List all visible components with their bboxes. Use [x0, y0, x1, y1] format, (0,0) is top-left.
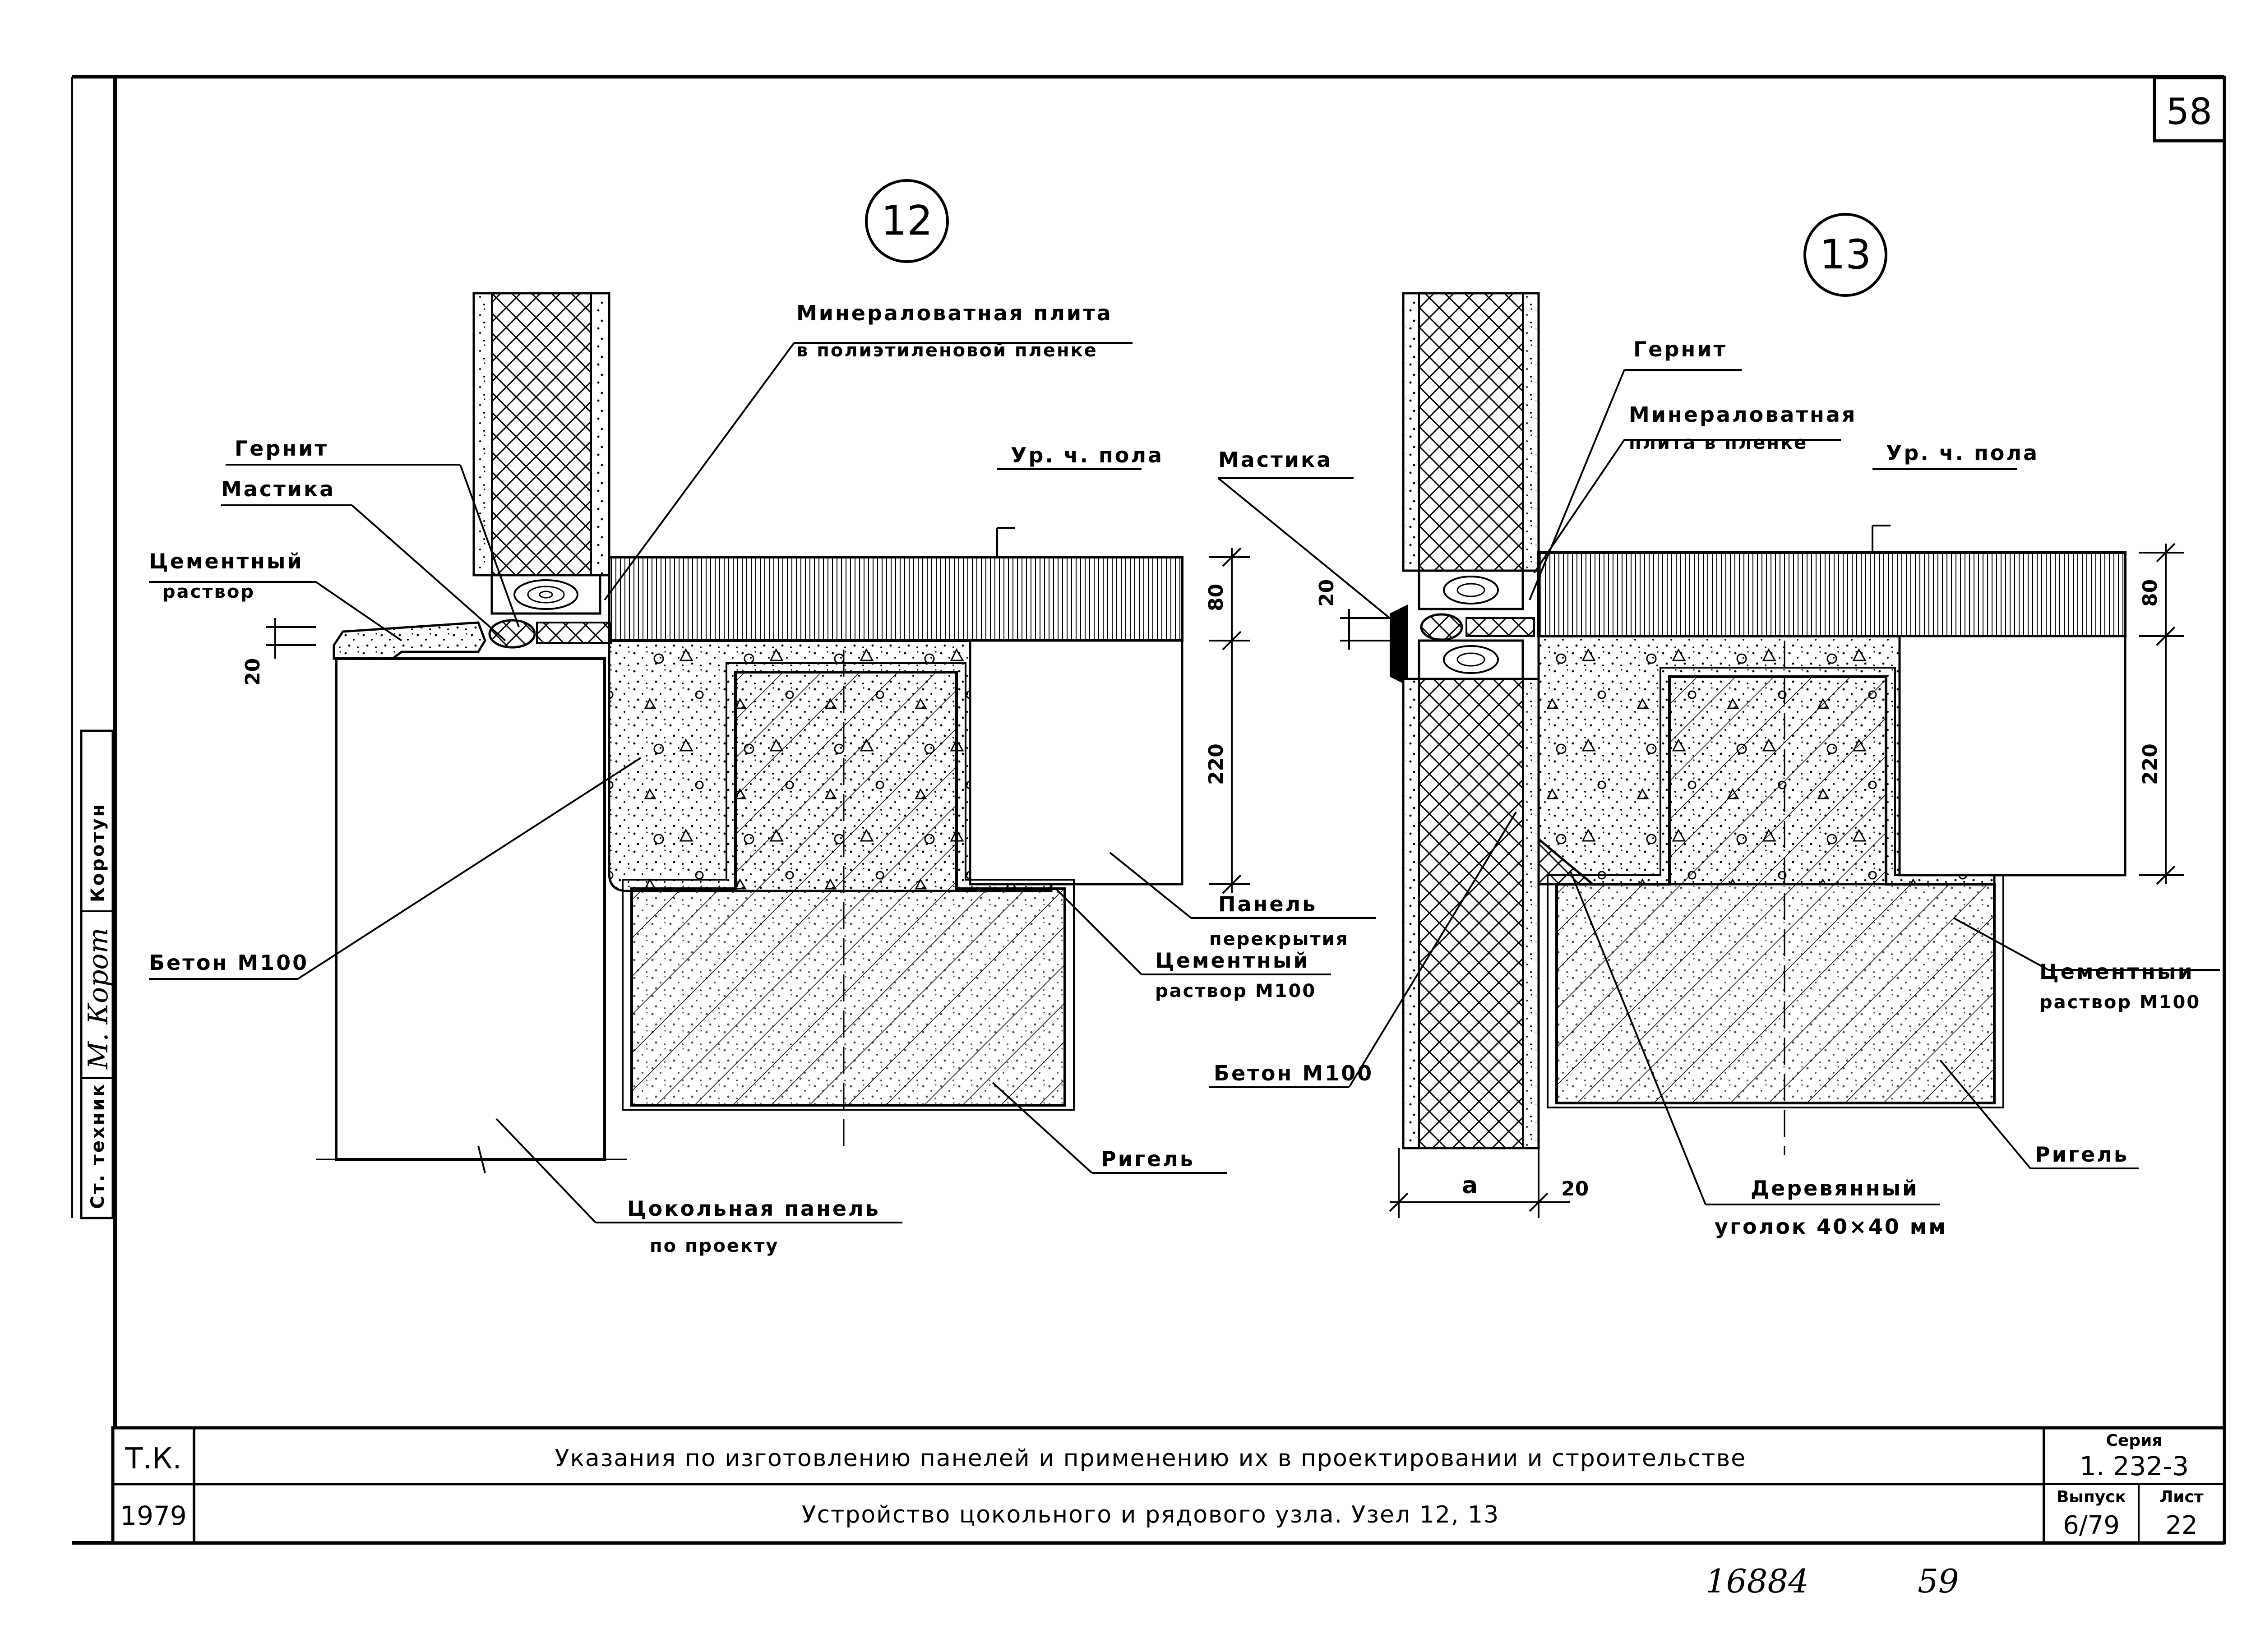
title-block: Т.К. 1979 Указания по изготовлению панел…	[111, 1426, 2226, 1545]
node-13-dim-a: а	[1462, 1172, 1478, 1199]
node-12-cement-m100-2: раствор М100	[1155, 981, 1316, 1001]
node-13-mastika: Мастика	[1218, 448, 1332, 472]
page-number-box: 58	[2153, 76, 2226, 143]
node-12-gernit: Гернит	[235, 436, 328, 461]
node-12-cement-1: Цементный	[149, 549, 304, 573]
title-year: 1979	[120, 1500, 187, 1531]
node-12-floor-level: Ур. ч. пола	[1011, 443, 1164, 467]
node-13-wood-2: уголок 40×40 мм	[1715, 1214, 1947, 1239]
node-13: 13	[1209, 213, 2220, 1239]
page-number: 58	[2166, 91, 2212, 133]
node-13-cement-2: раствор М100	[2039, 992, 2201, 1013]
title-line-2: Устройство цокольного и рядового узла. У…	[802, 1501, 1499, 1528]
side-stamp: Ст. техник М. Корот Коротун	[80, 729, 114, 1219]
node-13-mineral-wool-1: Минераловатная	[1629, 402, 1857, 427]
node-13-marker-circle	[1803, 213, 1887, 297]
node-13-cement-1: Цементныи	[2039, 960, 2194, 984]
node-12-panel-1: Панель	[1218, 892, 1317, 916]
node-12-marker-circle	[865, 179, 949, 263]
node-13-wood-1: Деревянный	[1751, 1176, 1919, 1200]
node-12-rigel: Ригель	[1101, 1147, 1195, 1171]
node-12-dim-20: 20	[241, 658, 264, 686]
node-12-cement-2: раствор	[162, 581, 255, 602]
title-line-1: Указания по изготовлению панелей и приме…	[555, 1445, 1746, 1472]
sheet-value: 22	[2165, 1511, 2197, 1540]
node-13-beton: Бетон М100	[1214, 1061, 1373, 1085]
node-13-gernit: Гернит	[1633, 337, 1727, 361]
node-12-panel-2: перекрытия	[1209, 929, 1349, 950]
node-12-dim-80: 80	[1205, 584, 1228, 611]
node-12-plinth-2: по проекту	[650, 1236, 779, 1256]
node-12-plinth-1: Цокольная панель	[627, 1196, 880, 1221]
node-13-rigel: Ригель	[2035, 1142, 2129, 1167]
node-13-mineral-wool-2: плита в пленке	[1629, 433, 1808, 453]
sheet-label: Лист	[2159, 1488, 2203, 1506]
issue-value: 6/79	[2063, 1511, 2120, 1540]
node-13-dim-20b: 20	[1561, 1177, 1589, 1200]
node-12-mineral-wool-1: Минераловатная плита	[796, 301, 1113, 325]
footer-left-number: 16884	[1706, 1562, 1809, 1600]
series-value: 1. 232-3	[2080, 1451, 2189, 1481]
stamp-role: Ст. техник	[88, 1082, 108, 1209]
node-12-dim-220: 220	[1205, 743, 1228, 785]
footer-right-number: 59	[1918, 1562, 1959, 1600]
issue-label: Выпуск	[2057, 1488, 2126, 1506]
node-12-mastika: Мастика	[221, 477, 335, 501]
series-label: Серия	[2106, 1431, 2163, 1450]
node-12-beton: Бетон М100	[149, 951, 309, 975]
node-13-floor-level: Ур. ч. пола	[1886, 441, 2039, 465]
node-13-dim-220: 220	[2139, 743, 2162, 785]
node-12-cement-m100-1: Цементный	[1155, 948, 1310, 973]
node-12-marker: 12	[881, 197, 933, 245]
node-13-dim-80: 80	[2139, 579, 2162, 607]
node-13-marker: 13	[1820, 231, 1872, 278]
node-13-dim-20: 20	[1315, 579, 1338, 607]
title-org: Т.К.	[125, 1442, 181, 1476]
stamp-name: Коротун	[88, 803, 108, 902]
stamp-signature: М. Корот	[83, 928, 114, 1070]
node-12: 12	[149, 179, 1376, 1256]
node-12-mineral-wool-2: в полиэтиленовой пленке	[796, 340, 1098, 361]
